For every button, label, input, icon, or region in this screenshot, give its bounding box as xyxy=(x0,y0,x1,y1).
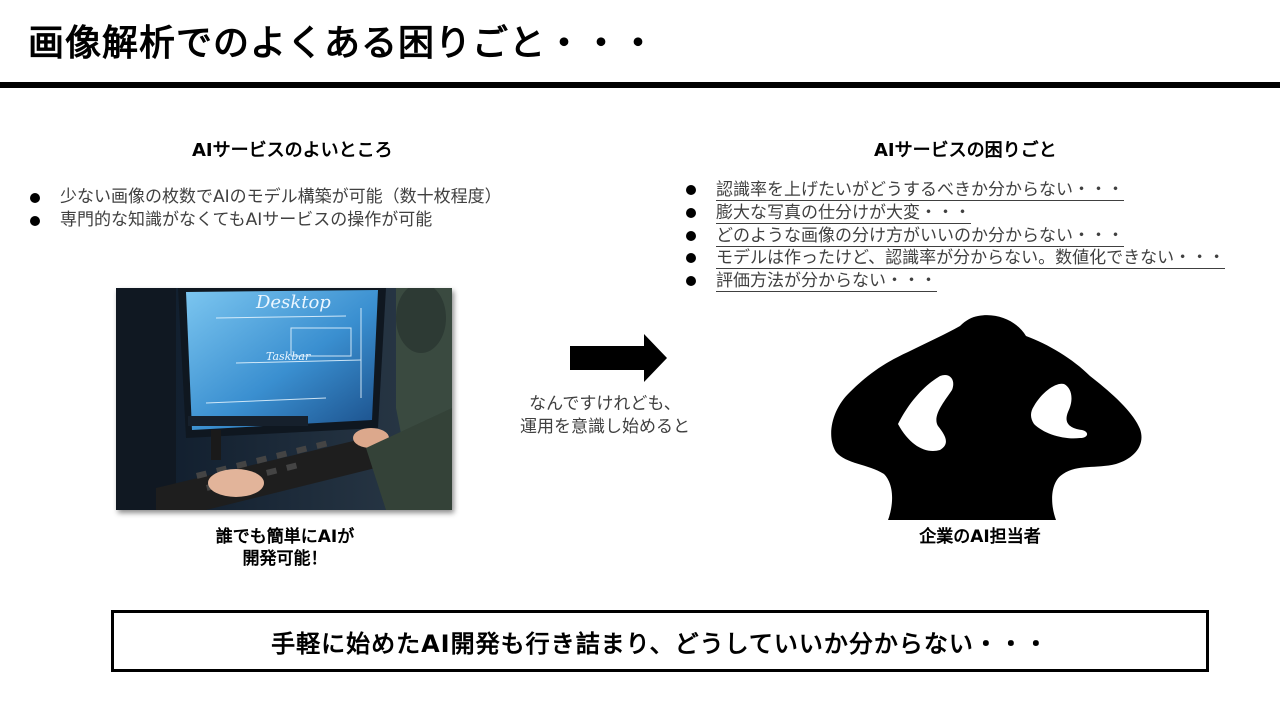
transition-text: なんですけれども、 運用を意識し始めると xyxy=(500,393,710,439)
bullet-dot-icon xyxy=(30,216,40,226)
computer-user-photo: Desktop Taskbar xyxy=(116,288,452,510)
transition-line1: なんですけれども、 xyxy=(529,394,681,414)
bullet-text: 膨大な写真の仕分けが大変・・・ xyxy=(716,202,971,224)
bullet-dot-icon xyxy=(30,193,40,203)
bullet-text: モデルは作ったけど、認識率が分からない。数値化できない・・・ xyxy=(716,248,1226,270)
left-heading: AIサービスのよいところ xyxy=(192,140,393,161)
bullet-dot-icon xyxy=(686,207,696,218)
left-caption-line1: 誰でも簡単にAIが xyxy=(215,527,355,547)
desktop-label: Desktop xyxy=(255,292,331,313)
list-item: モデルは作ったけど、認識率が分からない。数値化できない・・・ xyxy=(686,247,1226,270)
list-item: 少ない画像の枚数でAIのモデル構築が可能（数十枚程度） xyxy=(30,186,502,209)
bullet-text: 認識率を上げたいがどうするべきか分からない・・・ xyxy=(716,180,1124,201)
right-bullet-list: 認識率を上げたいがどうするべきか分からない・・・ 膨大な写真の仕分けが大変・・・… xyxy=(686,179,1226,293)
bullet-dot-icon xyxy=(686,276,696,287)
bullet-dot-icon xyxy=(686,185,696,195)
list-item: 評価方法が分からない・・・ xyxy=(686,270,1225,293)
right-arrow-icon xyxy=(570,334,668,386)
bullet-text: どのような画像の分け方がいいのか分からない・・・ xyxy=(716,225,1124,247)
slide-title: 画像解析でのよくある困りごと・・・ xyxy=(28,23,658,64)
list-item: 膨大な写真の仕分けが大変・・・ xyxy=(686,202,1225,225)
bullet-dot-icon xyxy=(686,230,696,241)
list-item: 認識率を上げたいがどうするべきか分からない・・・ xyxy=(686,179,1225,202)
bullet-text: 専門的な知識がなくてもAIサービスの操作が可能 xyxy=(60,210,433,230)
taskbar-label: Taskbar xyxy=(266,350,311,363)
left-caption-line2: 開発可能！ xyxy=(242,549,328,569)
right-caption: 企業のAI担当者 xyxy=(919,527,1041,547)
transition-line2: 運用を意識し始めると xyxy=(520,417,690,437)
conclusion-banner: 手軽に始めたAI開発も行き詰まり、どうしていいか分からない・・・ xyxy=(111,610,1209,672)
bullet-text: 少ない画像の枚数でAIのモデル構築が可能（数十枚程度） xyxy=(60,187,502,207)
worried-person-silhouette-icon xyxy=(828,314,1144,524)
right-heading: AIサービスの困りごと xyxy=(874,140,1057,161)
bullet-text: 評価方法が分からない・・・ xyxy=(716,271,937,293)
bullet-dot-icon xyxy=(686,253,696,264)
title-divider xyxy=(0,82,1280,88)
list-item: どのような画像の分け方がいいのか分からない・・・ xyxy=(686,225,1225,248)
left-caption: 誰でも簡単にAIが 開発可能！ xyxy=(180,526,390,570)
list-item: 専門的な知識がなくてもAIサービスの操作が可能 xyxy=(30,209,502,232)
left-bullet-list: 少ない画像の枚数でAIのモデル構築が可能（数十枚程度） 専門的な知識がなくてもA… xyxy=(30,186,502,232)
